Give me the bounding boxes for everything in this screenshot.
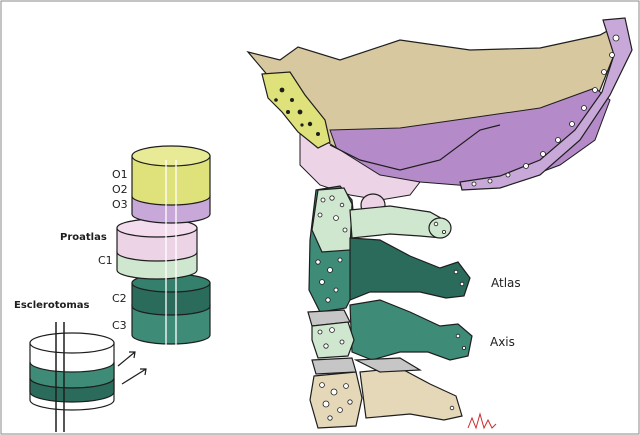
- label-c2: C2: [112, 293, 127, 304]
- label-o3: O3: [112, 199, 128, 210]
- label-c3: C3: [112, 320, 127, 331]
- label-esclerotomas: Esclerotomas: [14, 301, 90, 311]
- c3-body: [310, 372, 362, 428]
- label-o1: O1: [112, 169, 128, 180]
- sclerotome-cylinder: [30, 333, 114, 410]
- label-axis: Axis: [490, 336, 515, 348]
- label-proatlas: Proatlas: [60, 233, 107, 243]
- label-atlas: Atlas: [491, 277, 521, 289]
- label-c1: C1: [98, 255, 113, 266]
- label-o2: O2: [112, 184, 128, 195]
